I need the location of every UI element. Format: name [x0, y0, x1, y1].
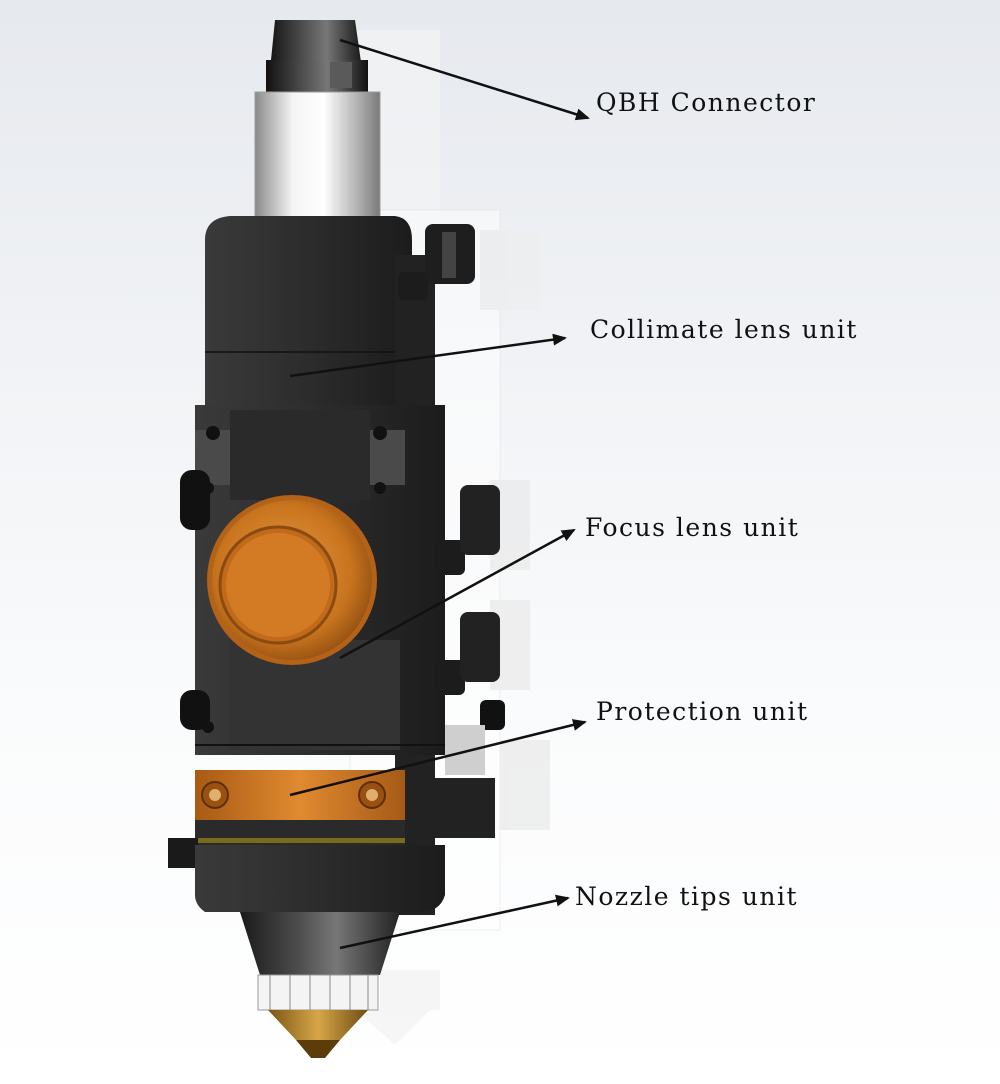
protection-arrow: [289, 719, 587, 797]
nozzle-arrow: [339, 894, 570, 950]
collimate-arrow: [289, 333, 567, 378]
focus-lens-unit-label: Focus lens unit: [585, 513, 800, 542]
qbh-arrow: [339, 38, 590, 121]
protection-unit-label: Protection unit: [596, 697, 809, 726]
nozzle-tips-unit-label: Nozzle tips unit: [575, 882, 799, 911]
nozzle-tips-unit: [195, 845, 445, 1058]
qbh-connector-label: QBH Connector: [596, 88, 817, 117]
collimate-lens-unit-label: Collimate lens unit: [590, 315, 858, 344]
callout-arrows: [289, 38, 590, 950]
focus-lens-unit: [180, 405, 505, 755]
protection-unit: [168, 725, 495, 868]
focus-arrow: [339, 528, 576, 660]
qbh-connector: [254, 20, 381, 218]
